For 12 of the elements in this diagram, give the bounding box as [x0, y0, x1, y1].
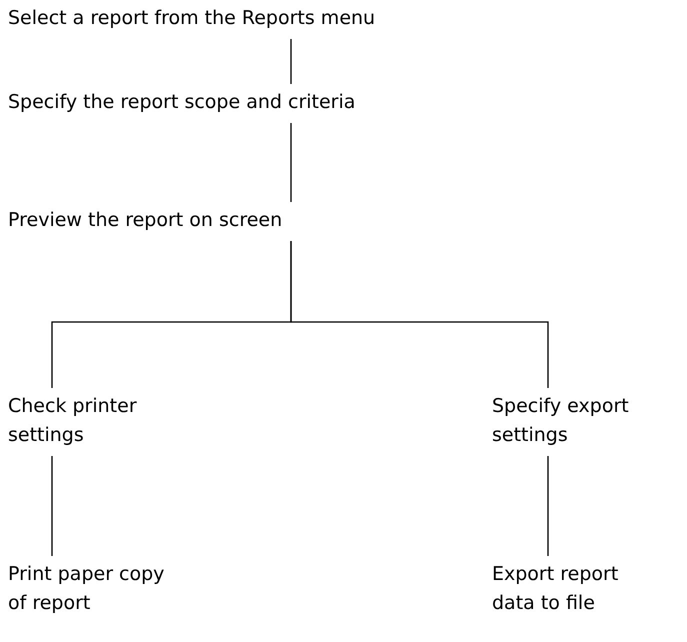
connector-line [547, 456, 549, 556]
connector-line [51, 456, 53, 556]
connector-line [290, 39, 292, 84]
step-text: Check printer settings [8, 392, 168, 450]
step-text: Select a report from the Reports menu [8, 4, 376, 33]
step-text: Specify the report scope and criteria [8, 88, 356, 117]
step-text: Print paper copy of report [8, 560, 168, 618]
connector-line [290, 241, 549, 388]
connector-line [290, 123, 292, 202]
step-text: Preview the report on screen [8, 206, 282, 235]
step-text: Export report data to file [492, 560, 652, 618]
step-text: Specify export settings [492, 392, 652, 450]
